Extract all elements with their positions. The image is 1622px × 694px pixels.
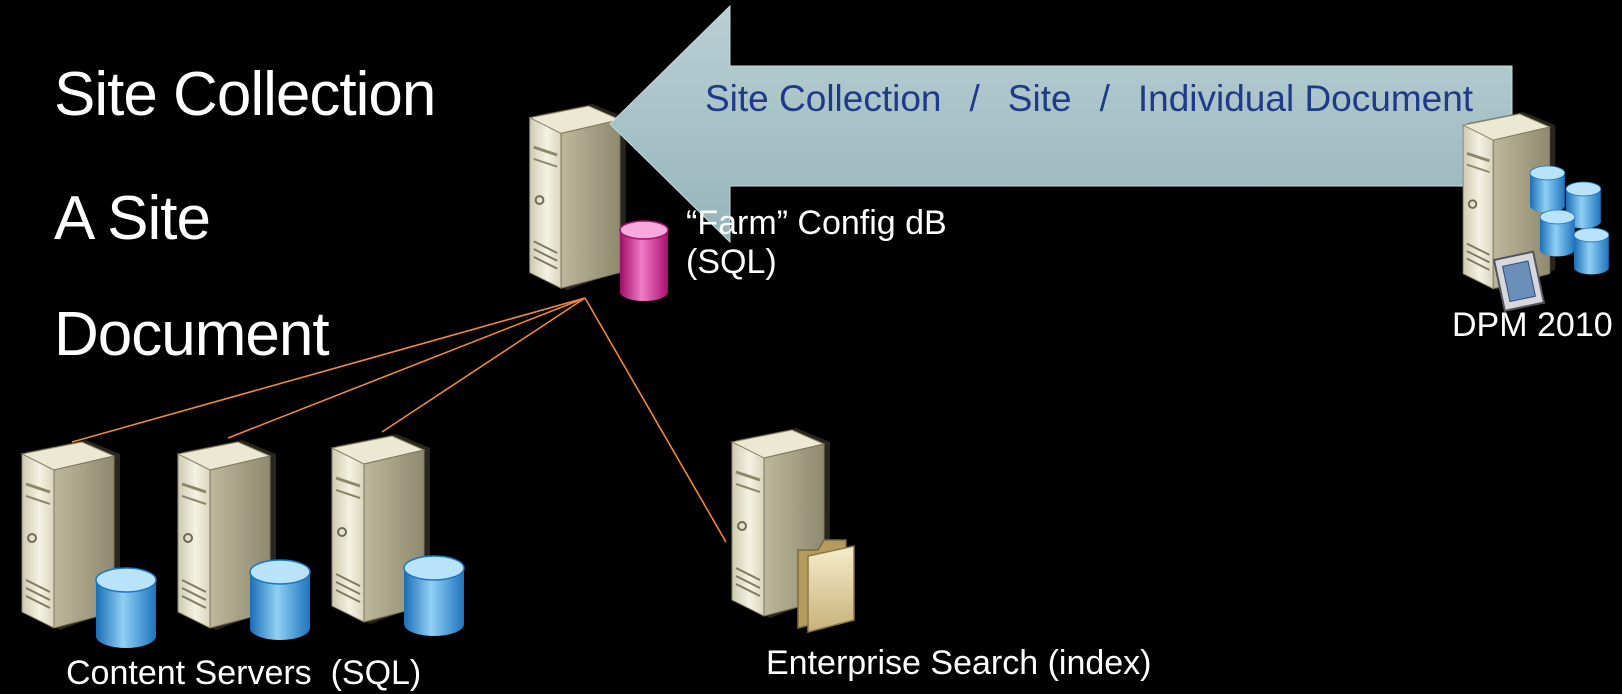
content-db-3-icon <box>403 555 465 637</box>
content-servers-label: Content Servers (SQL) <box>66 654 422 692</box>
config-db-label-line1: “Farm” Config dB <box>686 204 947 242</box>
arrow-item-individual-document: Individual Document <box>1137 78 1474 119</box>
scope-document: Document <box>54 300 330 369</box>
config-database-icon <box>619 220 669 301</box>
index-folder-icon <box>797 539 855 633</box>
dpm-label: DPM 2010 <box>1452 306 1613 344</box>
connector-lines <box>71 297 727 543</box>
scope-site-collection: Site Collection <box>54 60 436 129</box>
arrow-label: Site Collection / Site / Individual Docu… <box>705 78 1473 120</box>
config-db-label: “Farm” Config dB (SQL) <box>686 204 947 282</box>
enterprise-search-label: Enterprise Search (index) <box>766 644 1152 682</box>
scope-arrow <box>609 4 1513 244</box>
connector-content-server-1 <box>71 297 586 443</box>
config-db-label-line2: (SQL) <box>686 243 777 282</box>
arrow-separator: / <box>969 78 980 119</box>
content-db-2-icon <box>249 559 311 641</box>
arrow-separator: / <box>1099 78 1110 119</box>
content-db-1-icon <box>95 567 157 649</box>
connector-search-server <box>584 297 727 543</box>
connector-content-server-2 <box>227 297 586 439</box>
dpm-storage-icon <box>1492 165 1610 313</box>
config-server-icon <box>528 102 628 292</box>
connector-content-server-3 <box>381 297 586 433</box>
scope-site: A Site <box>54 184 211 253</box>
arrow-item-site-collection: Site Collection <box>705 78 942 119</box>
arrow-item-site: Site <box>1007 78 1072 119</box>
